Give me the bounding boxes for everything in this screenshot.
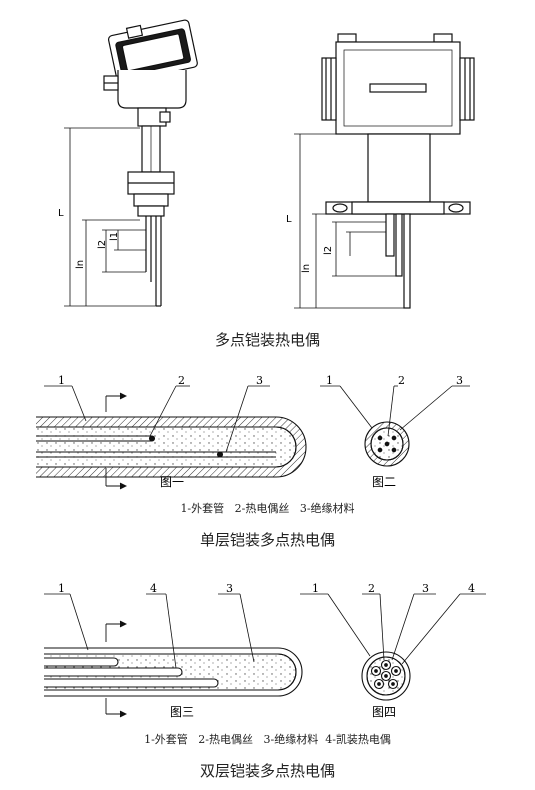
fig1-callout-2: 2: [178, 374, 185, 387]
fig3-callout-4: 4: [150, 582, 157, 595]
fig3-double-layer-section: [44, 593, 303, 718]
dim-ln-left: ln: [75, 260, 86, 269]
dim-L-right: L: [286, 214, 292, 225]
sensor-left-drawing: [64, 19, 198, 307]
fig3-callout-1: 1: [58, 582, 65, 595]
fig4-callout-2: 2: [368, 582, 375, 595]
section1-caption: 多点铠装热电偶: [214, 331, 320, 349]
sensor-right-drawing: [294, 33, 475, 309]
fig2-callout-2: 2: [398, 374, 405, 387]
dim-l1-left: l1: [109, 232, 120, 241]
section2-caption: 单层铠装多点热电偶: [199, 531, 335, 549]
dim-L-left: L: [58, 208, 64, 219]
dim-l2-left: l2: [97, 240, 108, 249]
dim-ln-right: ln: [301, 264, 312, 273]
section2-legend: 1-外套管 2-热电偶丝 3-绝缘材料: [180, 502, 355, 515]
section3-legend: 1-外套管 2-热电偶丝 3-绝缘材料 4-凯装热电偶: [144, 733, 391, 746]
fig1-single-layer-section: [36, 385, 307, 490]
fig2-callout-1: 1: [326, 374, 333, 387]
fig4-callout-3: 3: [422, 582, 429, 595]
fig1-callout-1: 1: [58, 374, 65, 387]
dim-l2-right: l2: [323, 246, 334, 255]
fig3-label: 图三: [170, 705, 194, 719]
fig3-callout-3: 3: [226, 582, 233, 595]
fig4-label: 图四: [372, 705, 396, 719]
fig1-label: 图一: [160, 475, 184, 489]
fig4-callout-4: 4: [468, 582, 475, 595]
fig4-cross-section: [300, 593, 486, 701]
section3-caption: 双层铠装多点热电偶: [199, 762, 335, 780]
fig4-callout-1: 1: [312, 582, 319, 595]
fig2-cross-section: [320, 385, 470, 467]
fig1-callout-3: 3: [256, 374, 263, 387]
fig2-callout-3: 3: [456, 374, 463, 387]
fig2-label: 图二: [372, 475, 396, 489]
